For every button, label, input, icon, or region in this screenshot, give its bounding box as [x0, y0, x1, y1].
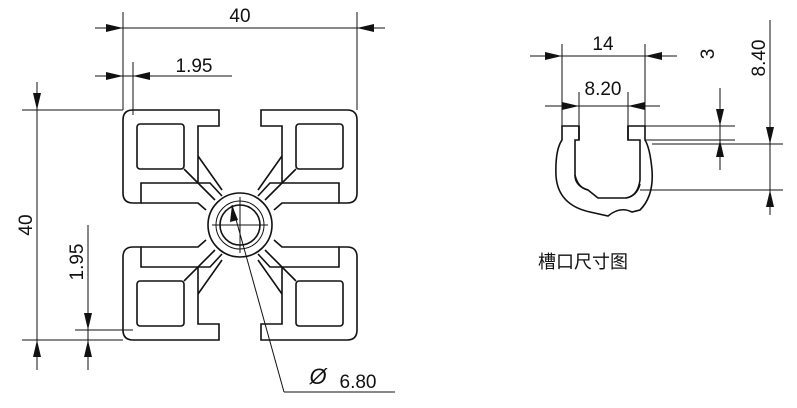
height-dimension: 40 — [16, 82, 123, 370]
profile-cross-section — [122, 109, 358, 341]
height-dim-label: 40 — [16, 214, 37, 235]
slot-detail: 14 8.20 3 8.40 槽口尺寸图 — [530, 20, 783, 273]
slot-outer-width-label: 14 — [592, 34, 614, 55]
wall-side-dimension: 1.95 — [67, 225, 133, 370]
slot-depth-label: 8.40 — [749, 40, 770, 77]
bore-diameter-dimension: Ø 6.80 — [230, 204, 395, 393]
wall-side-dim-label: 1.95 — [67, 244, 88, 281]
slot-opening-width-label: 8.20 — [585, 79, 622, 100]
bore-dim-label: 6.80 — [340, 372, 377, 393]
width-dim-label: 40 — [229, 6, 250, 27]
center-tube-outer — [207, 192, 273, 258]
bore-symbol: Ø — [308, 364, 328, 389]
corner-cavity — [136, 123, 185, 170]
wall-top-dim-label: 1.95 — [176, 56, 213, 77]
width-dimension: 40 — [95, 6, 385, 110]
slot-lip-thickness-label: 3 — [698, 49, 719, 60]
slot-outline — [555, 125, 654, 217]
wall-top-dimension: 1.95 — [95, 56, 232, 115]
slot-caption: 槽口尺寸图 — [538, 252, 628, 273]
